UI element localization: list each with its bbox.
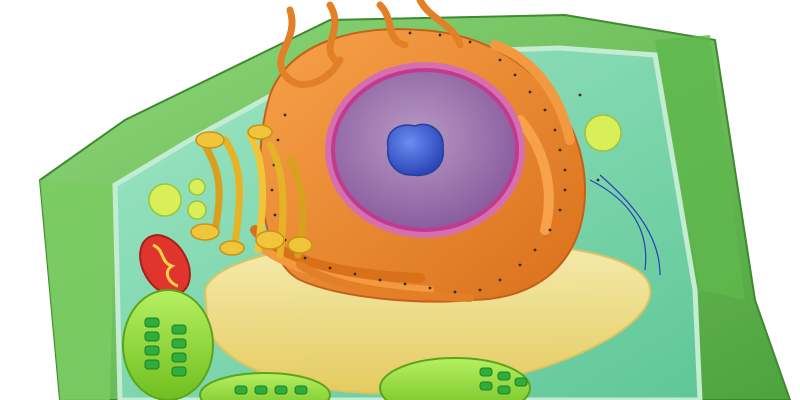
nucleolus xyxy=(386,123,445,177)
vesicles xyxy=(148,114,622,220)
chloroplast-right xyxy=(379,357,531,400)
chloroplast-bottom xyxy=(199,372,331,400)
golgi-vesicles xyxy=(190,124,313,256)
nucleus xyxy=(325,62,525,238)
er-tubules-top xyxy=(277,0,464,88)
cytoskeleton xyxy=(589,174,661,276)
chloroplast-left xyxy=(122,289,214,400)
